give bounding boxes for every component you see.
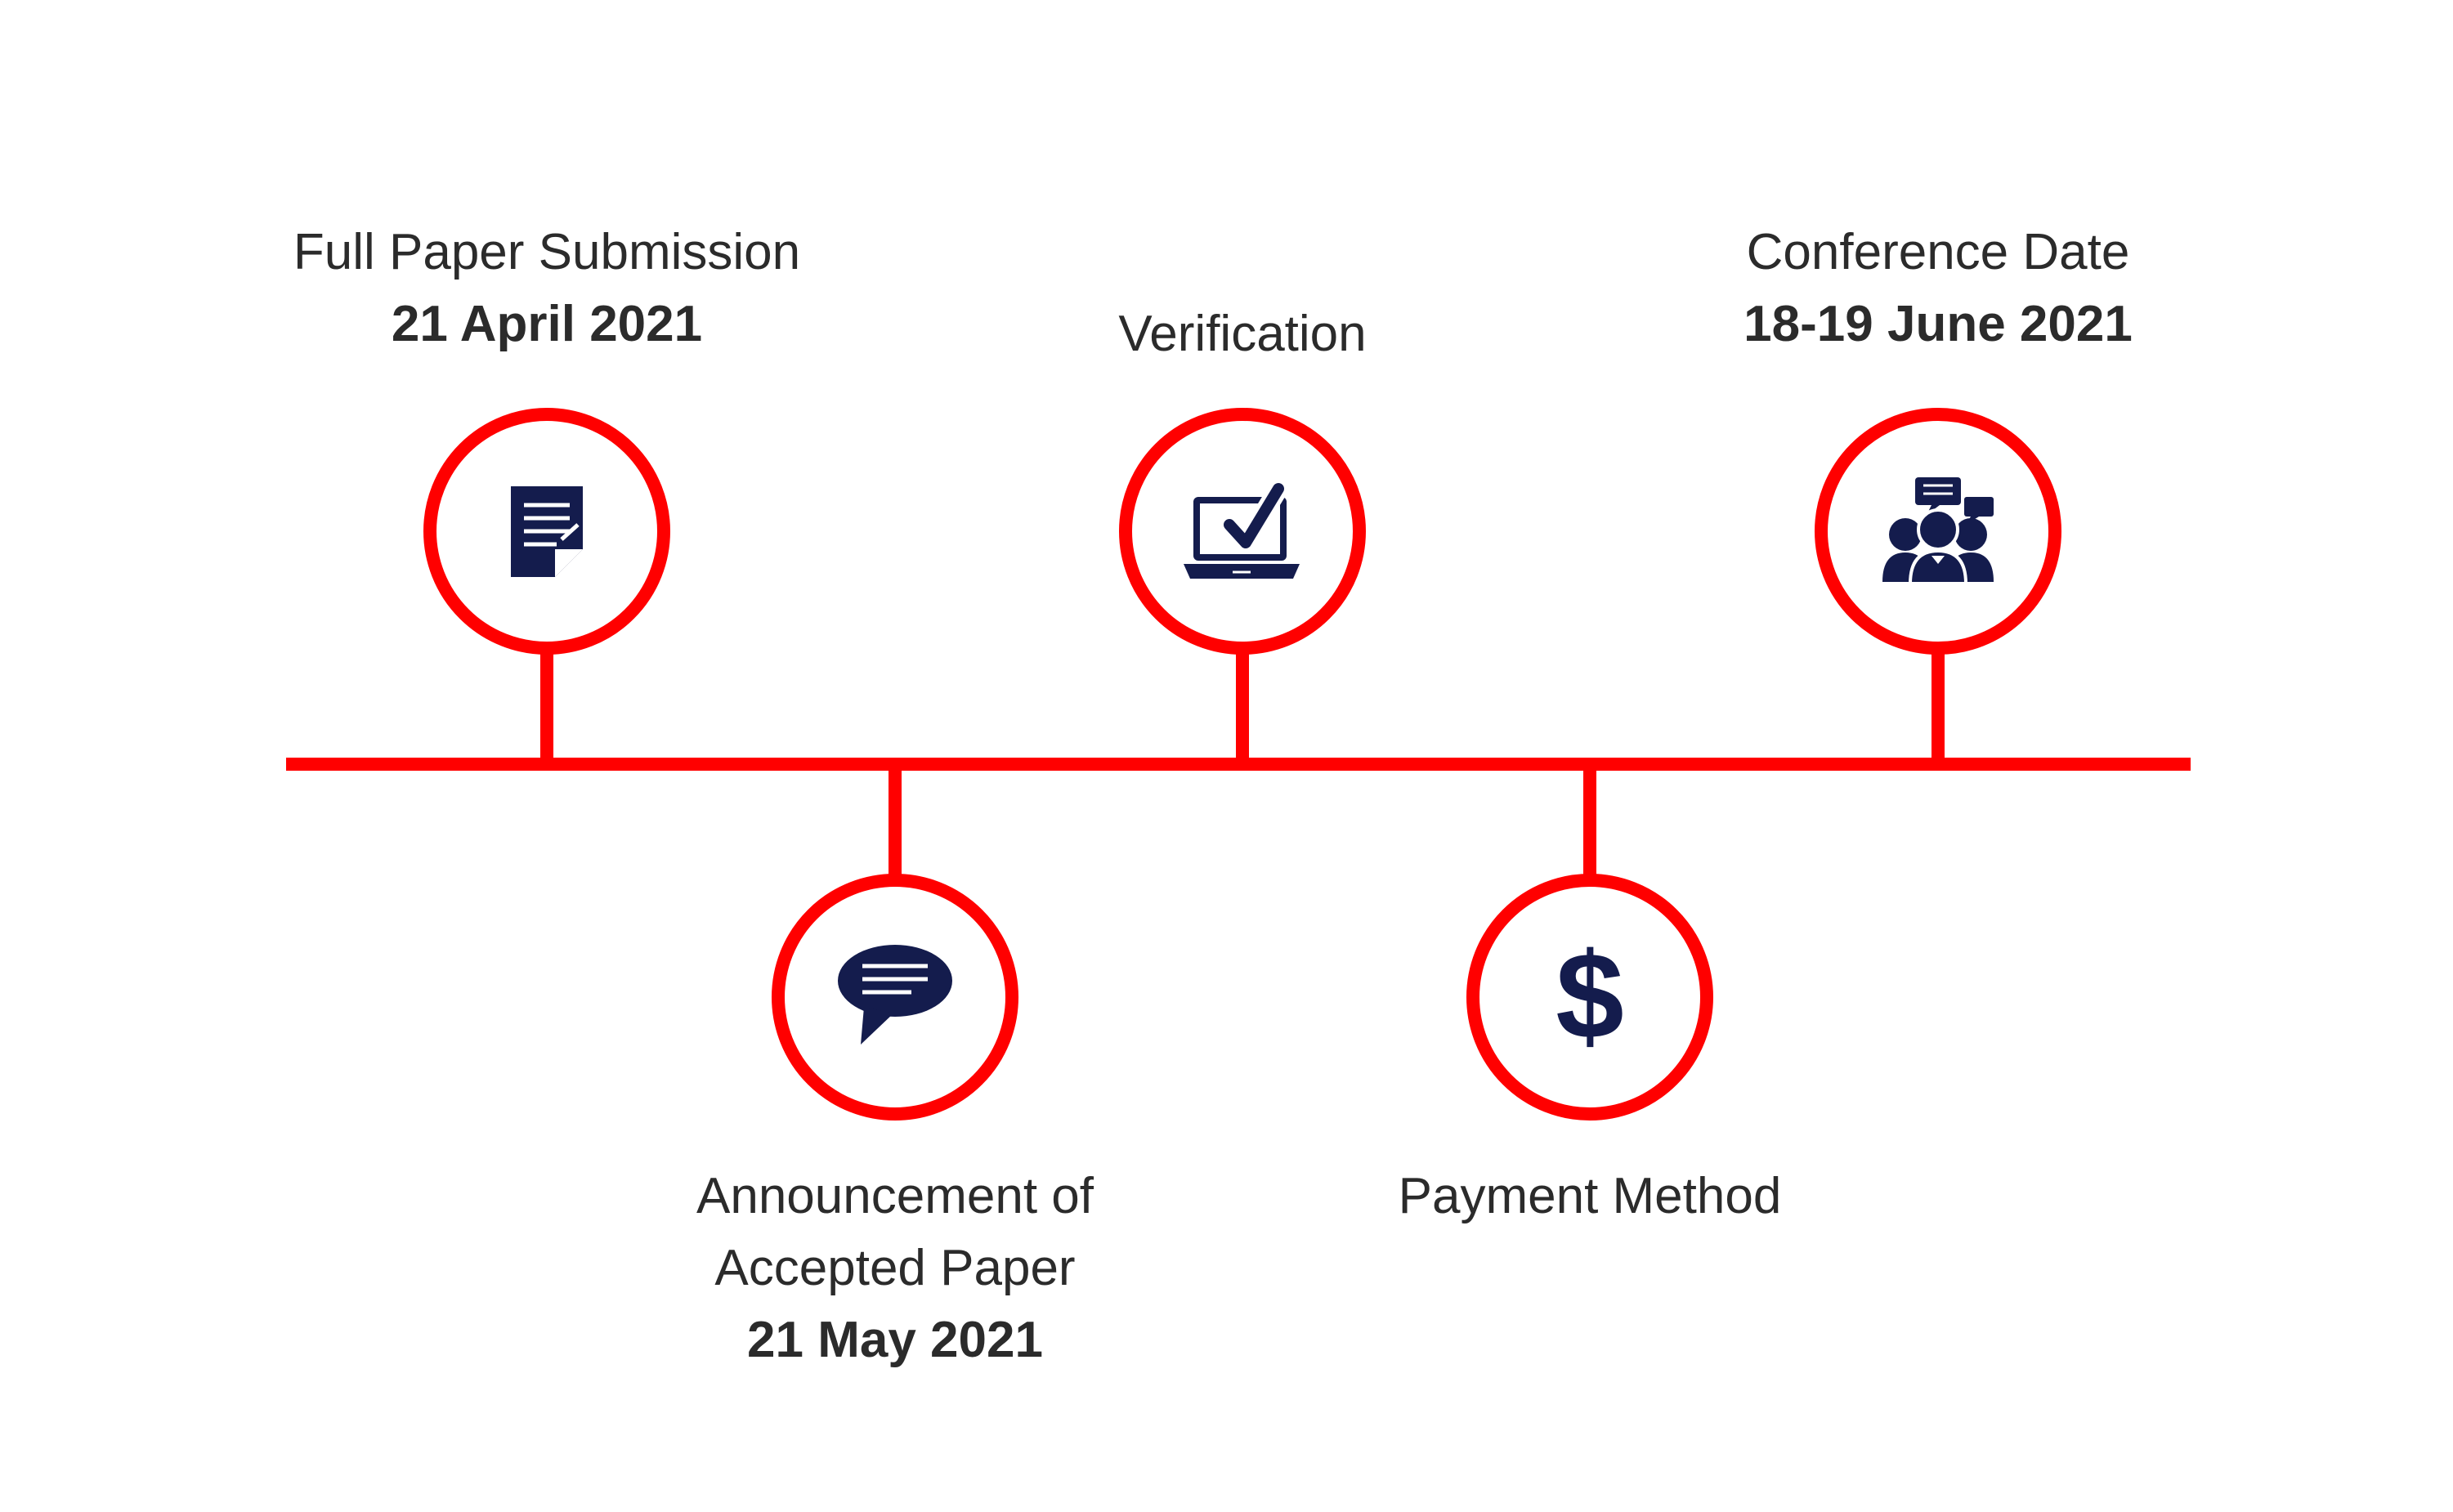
milestone-payment-method: $	[1466, 764, 1713, 1121]
label-full-paper-submission: Full Paper Submission 21 April 2021	[261, 217, 833, 360]
milestone-title: Full Paper Submission	[293, 224, 801, 280]
label-verification: Verification	[956, 298, 1529, 370]
laptop-check-icon	[1184, 479, 1300, 579]
milestone-ring	[1466, 874, 1713, 1121]
milestone-title: Payment Method	[1398, 1168, 1782, 1224]
audience-icon	[1882, 477, 1994, 585]
milestone-full-paper-submission	[423, 408, 670, 764]
milestone-announcement	[772, 764, 1018, 1121]
milestone-date: 18-19 June 2021	[1744, 296, 2133, 352]
milestone-title: Announcement of	[696, 1168, 1094, 1224]
milestone-title: Conference Date	[1746, 224, 2130, 280]
document-icon	[511, 486, 583, 577]
milestone-title: Accepted Paper	[714, 1240, 1076, 1296]
milestone-title: Verification	[1118, 306, 1367, 362]
label-payment-method: Payment Method	[1304, 1161, 1876, 1232]
milestone-date: 21 May 2021	[747, 1312, 1043, 1368]
speech-bubble-icon	[838, 945, 952, 1045]
milestone-date: 21 April 2021	[391, 296, 703, 352]
milestone-verification	[1119, 408, 1366, 764]
label-conference-date: Conference Date 18-19 June 2021	[1652, 217, 2224, 360]
label-announcement: Announcement of Accepted Paper 21 May 20…	[609, 1161, 1181, 1376]
svg-text:$: $	[1556, 927, 1623, 1064]
milestone-conference-date	[1815, 408, 2061, 764]
dollar-icon: $	[1556, 927, 1623, 1064]
